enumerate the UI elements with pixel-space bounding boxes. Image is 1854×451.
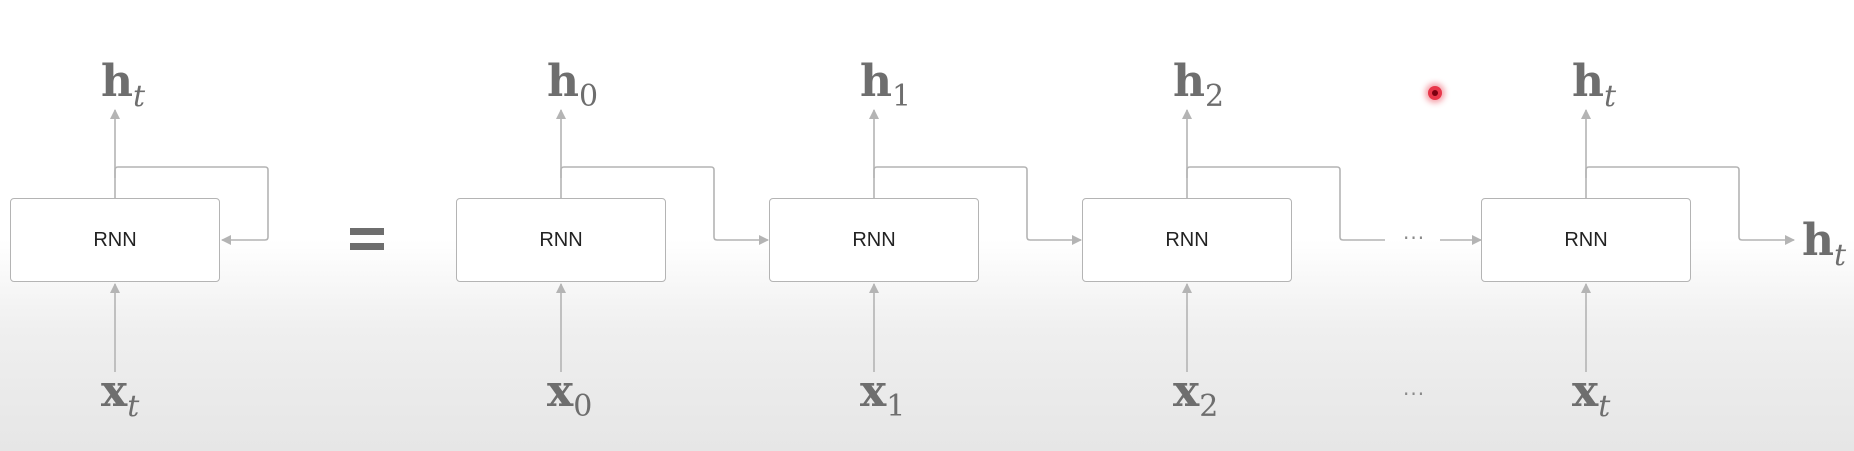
laser-pointer-icon bbox=[1428, 86, 1442, 100]
output-label-folded: ht bbox=[101, 56, 146, 114]
rnn-cell-folded: RNN bbox=[10, 198, 220, 282]
input-label-2: x2 bbox=[1173, 366, 1219, 424]
rnn-cell-label: RNN bbox=[852, 228, 896, 251]
output-label-t: ht bbox=[1572, 56, 1617, 114]
output-label-1: h1 bbox=[860, 56, 912, 114]
final-hidden-arrow bbox=[1585, 166, 1795, 245]
hidden-arrow-1-2 bbox=[873, 166, 1082, 245]
final-output-label: ht bbox=[1802, 215, 1847, 273]
input-label-0: x0 bbox=[547, 366, 593, 424]
ellipsis-input: ··· bbox=[1403, 382, 1426, 406]
rnn-cell-1: RNN bbox=[769, 198, 979, 282]
equals-sign bbox=[350, 224, 384, 254]
output-label-0: h0 bbox=[547, 56, 599, 114]
output-label-2: h2 bbox=[1173, 56, 1225, 114]
rnn-cell-label: RNN bbox=[1564, 228, 1608, 251]
rnn-cell-2: RNN bbox=[1082, 198, 1292, 282]
input-label-t: xt bbox=[1572, 366, 1611, 424]
input-label-folded: xt bbox=[101, 366, 140, 424]
rnn-cell-0: RNN bbox=[456, 198, 666, 282]
hidden-arrow-0-1 bbox=[560, 166, 769, 245]
rnn-cell-t: RNN bbox=[1481, 198, 1691, 282]
recurrent-loop-arrow bbox=[114, 166, 269, 245]
rnn-cell-label: RNN bbox=[539, 228, 583, 251]
rnn-cell-label: RNN bbox=[1165, 228, 1209, 251]
ellipsis-hidden: ··· bbox=[1403, 226, 1426, 250]
rnn-cell-label: RNN bbox=[93, 228, 137, 251]
input-label-1: x1 bbox=[860, 366, 906, 424]
hidden-arrow-2-ellipsis bbox=[1186, 166, 1385, 241]
